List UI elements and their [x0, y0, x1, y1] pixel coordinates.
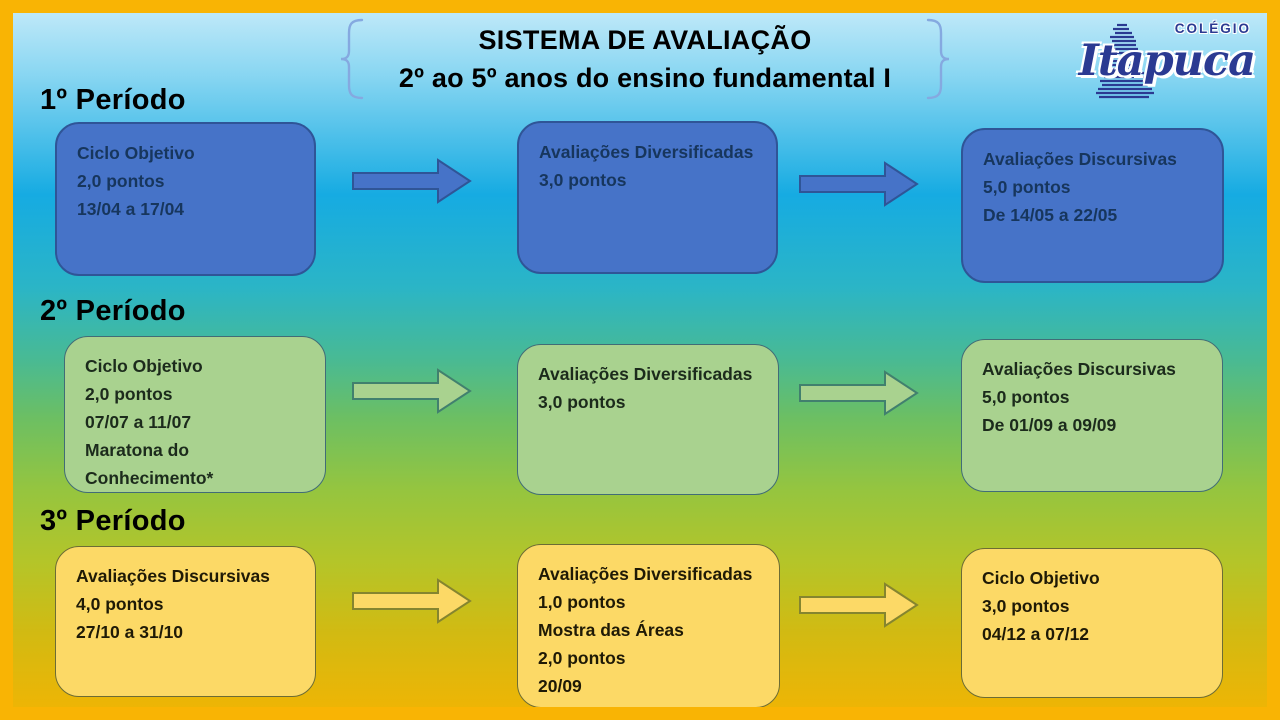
period-heading-3: 3º Período: [40, 505, 186, 537]
box-line: Avaliações Diversificadas: [539, 142, 754, 162]
box-line: 5,0 pontos: [983, 177, 1071, 197]
box-line: Avaliações Discursivas: [982, 359, 1176, 379]
box-line: 27/10 a 31/10: [76, 622, 184, 642]
flow-box-p1-diversificadas: Avaliações Diversificadas 3,0 pontos: [517, 121, 778, 274]
flow-box-p2-discursivas: Avaliações Discursivas 5,0 pontos De 01/09…: [961, 339, 1223, 492]
flow-box-p2-diversificadas: Avaliações Diversificadas 3,0 pontos: [517, 344, 779, 495]
box-line: Avaliações Diversificadas: [538, 564, 753, 584]
box-line: 3,0 pontos: [539, 170, 627, 190]
period-heading-2: 2º Período: [40, 295, 186, 327]
arrow-right-icon: [799, 370, 919, 416]
box-line: 13/04 a 17/04: [77, 199, 185, 219]
right-brace-icon: [926, 18, 950, 100]
box-line: 3,0 pontos: [982, 596, 1070, 616]
box-line: 04/12 a 07/12: [982, 624, 1090, 644]
arrow-right-icon: [799, 161, 919, 207]
school-logo: COLÉGIO Itapuca: [1079, 14, 1257, 106]
arrow-right-icon: [352, 368, 472, 414]
box-line: Maratona do: [85, 440, 190, 460]
box-line: Ciclo Objetivo: [77, 143, 195, 163]
left-brace-icon: [340, 18, 364, 100]
box-line: 2,0 pontos: [85, 384, 173, 404]
logo-college-text: COLÉGIO: [1174, 21, 1251, 36]
title-line-1: SISTEMA DE AVALIAÇÃO: [478, 24, 812, 55]
box-line: Mostra das Áreas: [538, 620, 684, 640]
page-title: SISTEMA DE AVALIAÇÃO 2º ao 5º anos do en…: [368, 20, 922, 98]
box-line: 3,0 pontos: [538, 392, 626, 412]
box-line: Avaliações Discursivas: [76, 566, 270, 586]
period-heading-1: 1º Período: [40, 84, 186, 116]
box-line: Avaliações Diversificadas: [538, 364, 753, 384]
flow-box-p3-ciclo-objetivo: Ciclo Objetivo 3,0 pontos 04/12 a 07/12: [961, 548, 1223, 698]
flow-box-p1-ciclo-objetivo: Ciclo Objetivo 2,0 pontos 13/04 a 17/04: [55, 122, 316, 276]
box-line: Conhecimento*: [85, 468, 214, 488]
box-line: De 14/05 a 22/05: [983, 205, 1118, 225]
arrow-right-icon: [799, 582, 919, 628]
box-line: De 01/09 a 09/09: [982, 415, 1117, 435]
flow-box-p1-discursivas: Avaliações Discursivas 5,0 pontos De 14/05…: [961, 128, 1224, 283]
box-line: 07/07 a 11/07: [85, 412, 192, 432]
box-line: 5,0 pontos: [982, 387, 1070, 407]
box-line: 2,0 pontos: [77, 171, 165, 191]
itapuca-rock-icon: [1096, 23, 1154, 99]
box-line: 1,0 pontos: [538, 592, 626, 612]
arrow-right-icon: [352, 578, 472, 624]
box-line: Ciclo Objetivo: [982, 568, 1100, 588]
title-block: SISTEMA DE AVALIAÇÃO 2º ao 5º anos do en…: [338, 16, 952, 102]
logo-name-text: Itapuca: [1078, 36, 1256, 86]
title-line-2: 2º ao 5º anos do ensino fundamental I: [398, 63, 892, 94]
box-line: 2,0 pontos: [538, 648, 626, 668]
box-line: Avaliações Discursivas: [983, 149, 1177, 169]
box-line: 4,0 pontos: [76, 594, 164, 614]
flow-box-p3-discursivas: Avaliações Discursivas 4,0 pontos 27/10 a …: [55, 546, 316, 697]
box-line: Ciclo Objetivo: [85, 356, 203, 376]
arrow-right-icon: [352, 158, 472, 204]
box-line: 20/09: [538, 676, 582, 696]
